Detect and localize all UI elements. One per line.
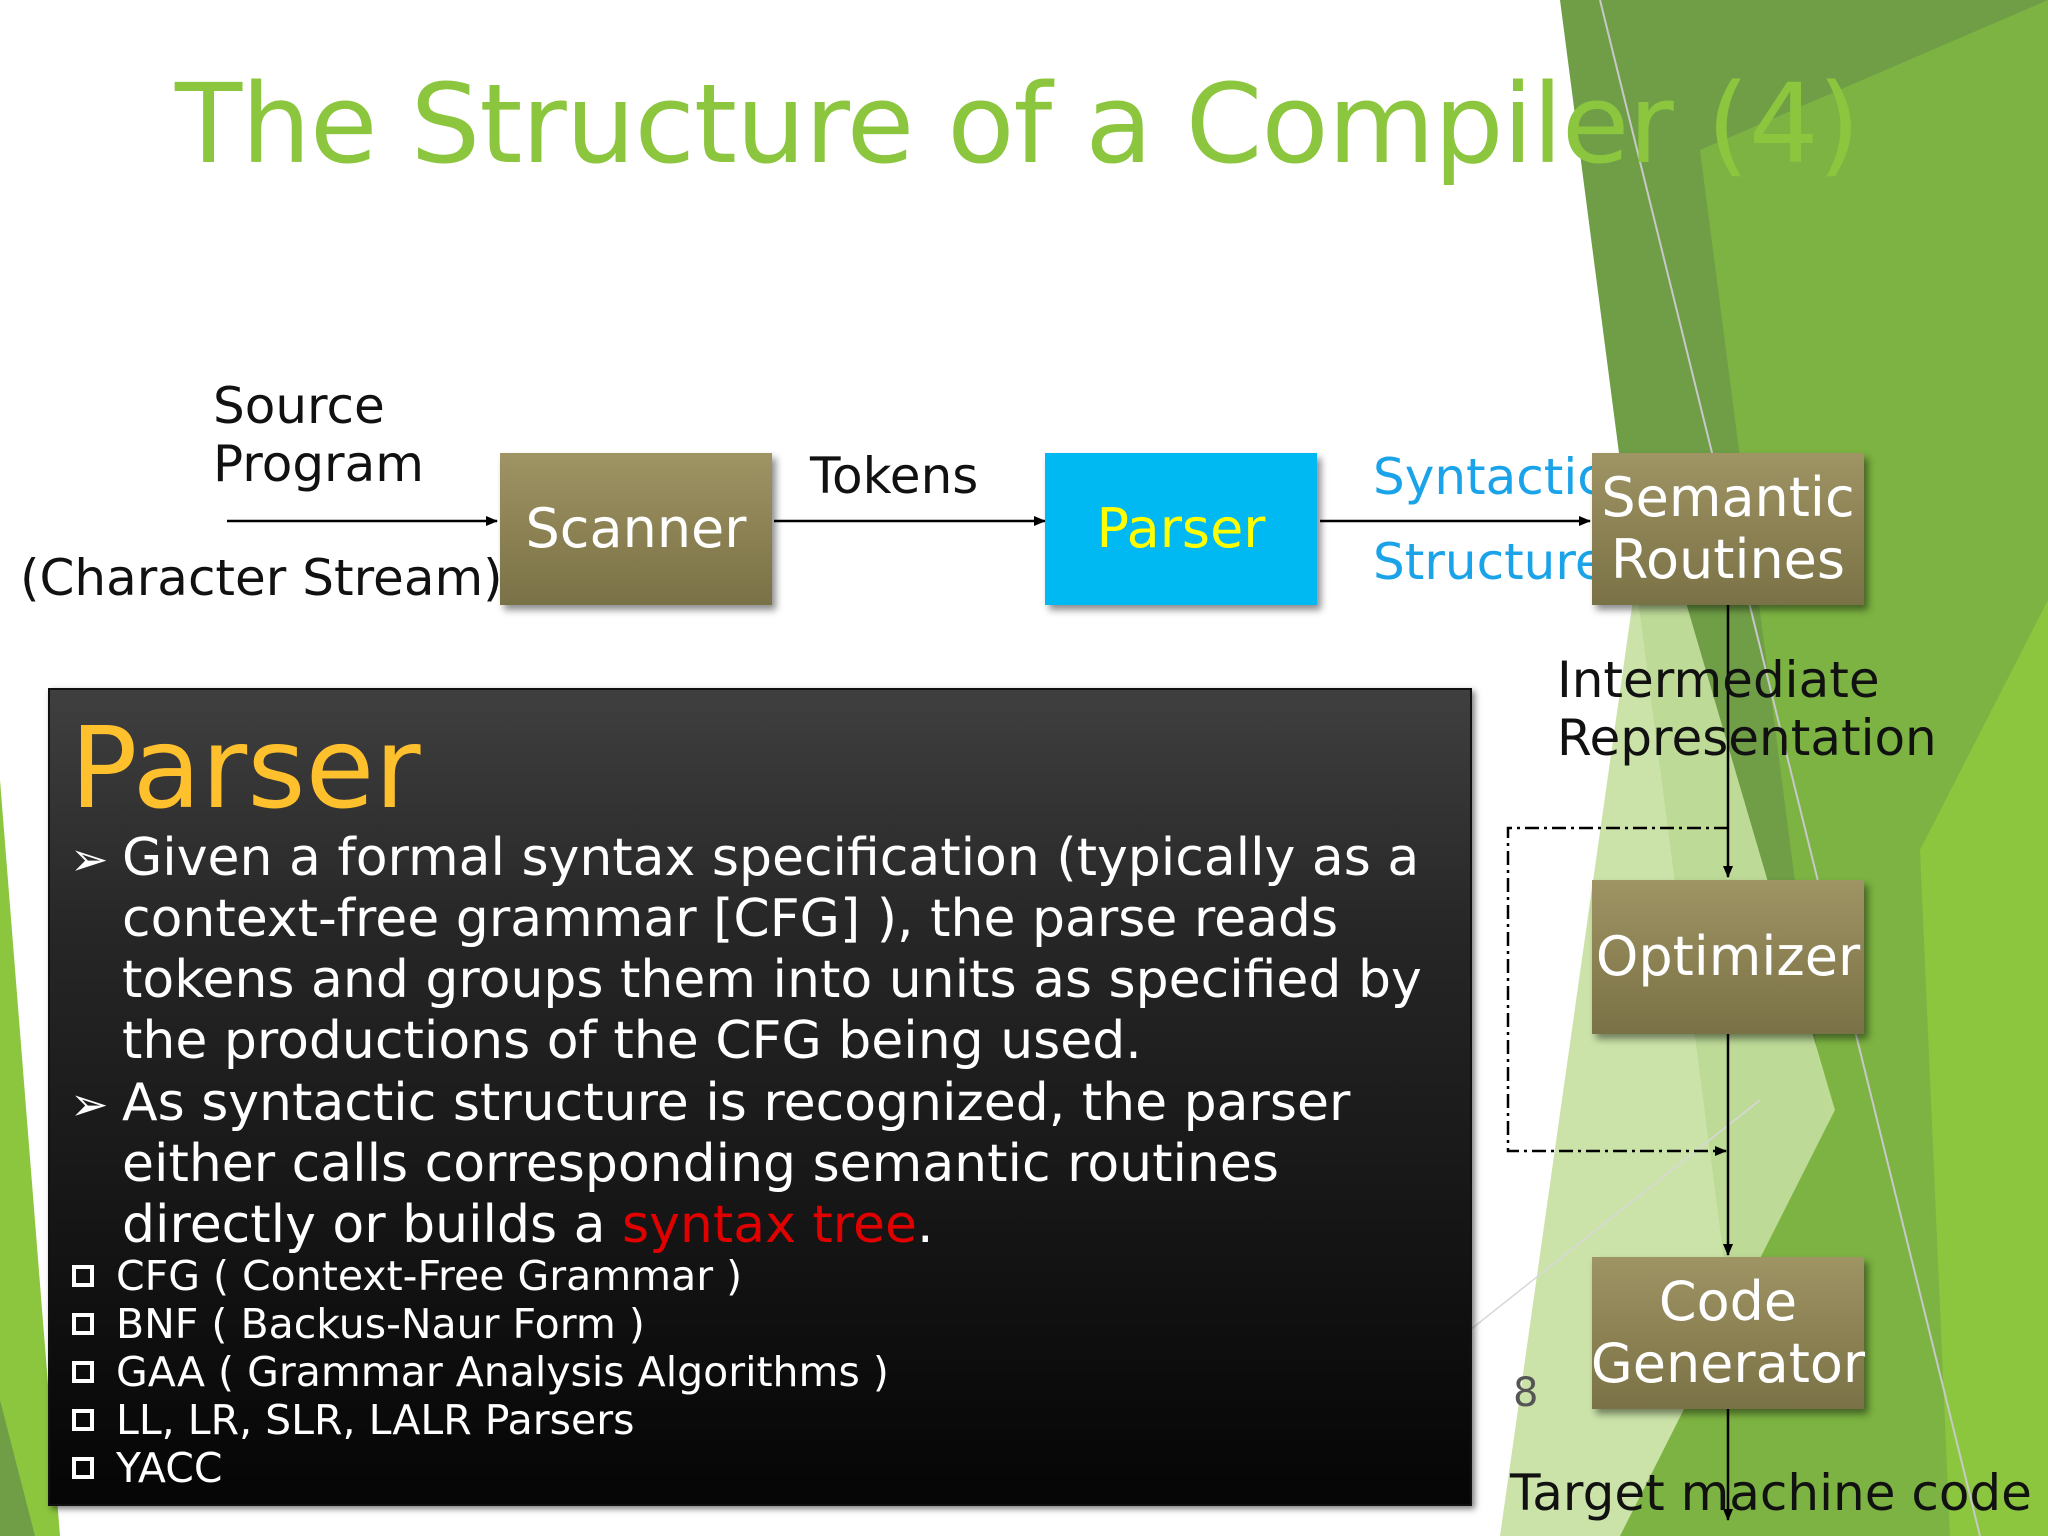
list-item-gaa: GAA ( Grammar Analysis Algorithms ) (72, 1348, 889, 1396)
list-item-parsers: LL, LR, SLR, LALR Parsers (72, 1396, 634, 1444)
list-item-label: CFG ( Context-Free Grammar ) (116, 1252, 743, 1300)
scanner-box: Scanner (500, 453, 772, 605)
source-label-line1: Source (213, 377, 385, 435)
square-bullet-icon (72, 1409, 94, 1431)
syntactic-label: Syntactic (1373, 448, 1605, 506)
bullet-1: ➢ Given a formal syntax specification (t… (70, 828, 1460, 1072)
bullet-2-text: As syntactic structure is recognized, th… (122, 1073, 1460, 1256)
parser-box-label: Parser (1096, 496, 1266, 560)
list-item-cfg: CFG ( Context-Free Grammar ) (72, 1252, 742, 1300)
list-item-label: BNF ( Backus-Naur Form ) (116, 1300, 645, 1348)
intermediate-label-line1: Intermediate (1557, 651, 1880, 709)
list-item-yacc: YACC (72, 1444, 222, 1492)
semantic-box-line1: Semantic (1601, 465, 1855, 529)
bullet-2: ➢ As syntactic structure is recognized, … (70, 1073, 1460, 1256)
bullet-2-end: . (917, 1195, 934, 1255)
bullet-1-text: Given a formal syntax specification (typ… (122, 828, 1422, 1071)
optimizer-box: Optimizer (1592, 880, 1864, 1034)
list-item-bnf: BNF ( Backus-Naur Form ) (72, 1300, 645, 1348)
target-machine-code-label: Target machine code (1510, 1464, 2032, 1522)
syntax-tree-highlight: syntax tree (622, 1195, 918, 1255)
intermediate-label-line2: Representation (1557, 708, 1937, 767)
code-generator-box: Code Generator (1590, 1257, 1866, 1409)
square-bullet-icon (72, 1313, 94, 1335)
square-bullet-icon (72, 1361, 94, 1383)
optimizer-box-label: Optimizer (1595, 924, 1861, 988)
parser-info-panel: Parser ➢ Given a formal syntax specifica… (48, 688, 1472, 1506)
source-program-label: Source Program (213, 377, 424, 493)
semantic-routines-box: Semantic Routines (1592, 453, 1864, 605)
character-stream-label: (Character Stream) (20, 549, 503, 607)
codegen-box-line1: Code (1658, 1269, 1798, 1333)
flow-connectors (227, 516, 1733, 1521)
semantic-box-line2: Routines (1610, 528, 1846, 591)
bullet-2-main: As syntactic structure is recognized, th… (122, 1073, 1351, 1255)
arrow-bullet-icon: ➢ (70, 1077, 109, 1131)
list-item-label: GAA ( Grammar Analysis Algorithms ) (116, 1348, 889, 1396)
list-item-label: YACC (116, 1444, 223, 1492)
scanner-box-label: Scanner (525, 496, 747, 560)
structure-label: Structure (1373, 533, 1606, 591)
panel-title: Parser (70, 704, 421, 834)
parser-box: Parser (1045, 453, 1317, 605)
source-label-line2: Program (213, 434, 424, 493)
intermediate-representation-label: Intermediate Representation (1557, 651, 1937, 767)
square-bullet-icon (72, 1457, 94, 1479)
slide-title: The Structure of a Compiler (4) (175, 60, 1860, 188)
square-bullet-icon (72, 1265, 94, 1287)
codegen-box-line2: Generator (1590, 1332, 1866, 1395)
tokens-label: Tokens (810, 447, 979, 505)
page-number: 8 (1513, 1370, 1539, 1416)
arrow-bullet-icon: ➢ (70, 832, 109, 886)
list-item-label: LL, LR, SLR, LALR Parsers (116, 1396, 635, 1444)
